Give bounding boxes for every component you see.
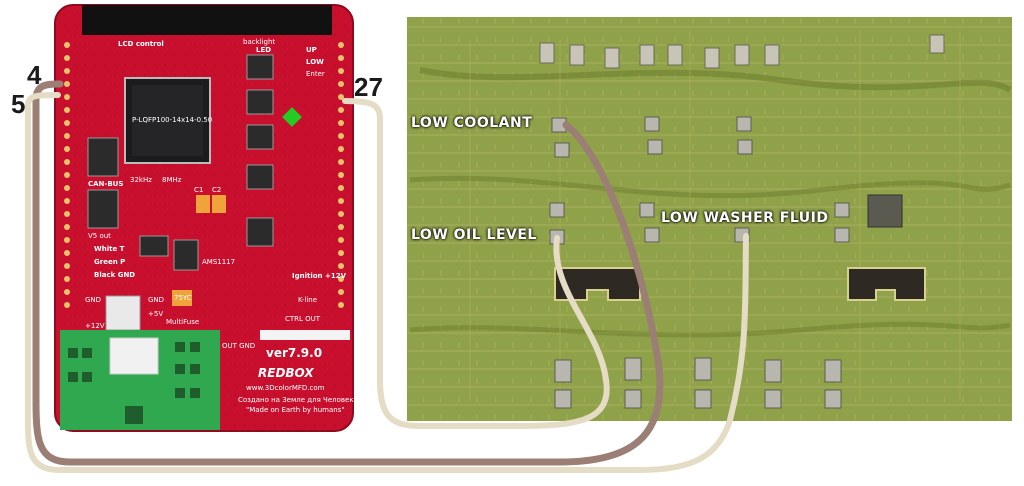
gnd1-label: GND [85, 296, 102, 304]
kline-label: K-line [298, 296, 318, 304]
up-label: UP [306, 46, 317, 54]
pin-5-label: 5 [11, 89, 26, 119]
pcb-photo [407, 17, 1012, 421]
multifuse-label: MultiFuse [166, 318, 200, 326]
led-label: LED [256, 46, 272, 54]
plus12v-label: +12V [85, 322, 105, 330]
made-on-earth-label: "Made on Earth by humans" [246, 406, 345, 414]
v75-label: 75YC [174, 294, 192, 302]
clk-8-label: 8MHz [162, 176, 182, 184]
v5-out-label: V5 out [88, 232, 111, 240]
ru-label: Создано на Земле для Человека [238, 396, 358, 404]
gnd2-label: GND [148, 296, 165, 304]
backlight-label: backlight [243, 38, 276, 46]
url-label: www.3DcolorMFD.com [246, 384, 325, 392]
white-label: White T [94, 245, 125, 253]
version-label: ver7.9.0 [266, 346, 323, 360]
low-washer-fluid-label: LOW WASHER FLUID [661, 210, 829, 226]
low-label: LOW [306, 58, 324, 66]
black-label: Black GND [94, 271, 136, 279]
ignition-label: Ignition +12V [292, 272, 346, 280]
wire-beige-1 [342, 98, 610, 429]
pin-4-label: 4 [27, 60, 42, 90]
chip-label: P-LQFP100-14x14-0.50 [132, 116, 213, 124]
low-oil-level-label: LOW OIL LEVEL [411, 227, 537, 243]
plus5v-label: +5V [148, 310, 164, 318]
c1-label: C1 [194, 186, 204, 194]
redbox-board [54, 4, 354, 432]
wire-beige-2 [25, 92, 749, 473]
clk-32-label: 32kHz [130, 176, 152, 184]
enter-label: Enter [306, 70, 325, 78]
c2-label: C2 [212, 186, 222, 194]
wire-brown [32, 80, 664, 466]
out-gnd-label: OUT GND [222, 342, 256, 350]
brand-label: REDBOX [258, 366, 314, 380]
green-label: Green P [94, 258, 126, 266]
ctrl-out-label: CTRL OUT [285, 315, 321, 323]
low-coolant-label: LOW COOLANT [411, 115, 533, 131]
lcd-control-label: LCD control [118, 40, 164, 48]
ams-label: AMS1117 [202, 258, 236, 266]
pin-27-label: 27 [354, 72, 383, 102]
can-bus-label: CAN-BUS [88, 180, 124, 188]
